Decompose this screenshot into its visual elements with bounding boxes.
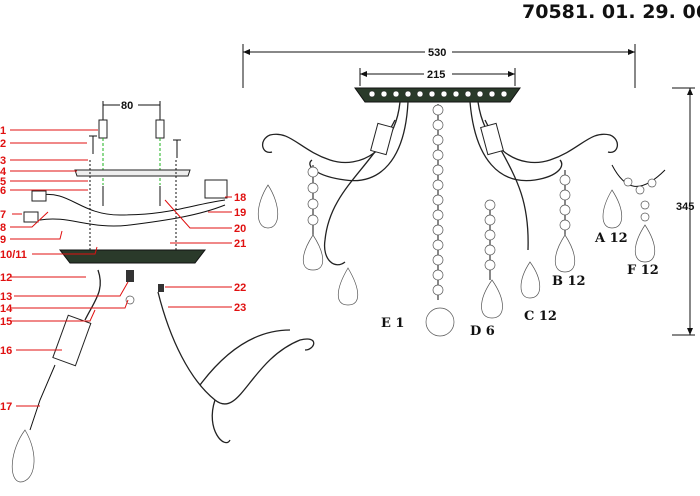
part-label: 2: [0, 138, 6, 150]
dimension-label: 80: [121, 100, 133, 112]
part-label: 8: [0, 222, 6, 234]
crystal-drops: [257, 164, 666, 319]
dimension-height: 345: [672, 87, 695, 336]
part-label: 16: [0, 345, 12, 357]
part-label: 4: [0, 166, 7, 178]
part-label: 13: [0, 291, 12, 303]
part-label: 12: [0, 272, 12, 284]
part-label: 20: [234, 223, 246, 235]
part-label: 19: [234, 207, 246, 219]
part-callouts-left: 1 2 3 4 5 6 7 8 9 10/11 12 13 14 15 16 1…: [0, 125, 129, 413]
dimension-width-canopy: 215: [359, 68, 516, 86]
pendant-label-a: A 12: [594, 231, 628, 246]
mount-spacing-dimension: 80: [102, 100, 161, 125]
dimension-label: 530: [428, 47, 446, 59]
dimension-label: 215: [427, 69, 445, 81]
part-callouts-right: 18 19 20 21 22 23: [164, 192, 246, 314]
part-label: 15: [0, 316, 12, 328]
part-label: 7: [0, 209, 6, 221]
pendant-label-f: F 12: [627, 263, 659, 278]
pendant-label-c: C 12: [524, 309, 557, 324]
part-label: 10/11: [0, 249, 27, 261]
model-number: 70581. 01. 29. 06: [522, 1, 700, 23]
pendant-label-d: D 6: [470, 324, 495, 339]
part-label: 21: [234, 238, 246, 250]
part-label: 5: [0, 176, 6, 188]
part-label: 23: [234, 302, 246, 314]
pendant-chain-e: [425, 104, 455, 337]
part-label: 3: [0, 155, 6, 167]
dimension-width-total: 530: [242, 44, 636, 88]
pendant-label-e: E 1: [381, 316, 404, 331]
exploded-hardware: [11, 119, 315, 483]
main-canopy: [354, 87, 521, 103]
part-label: 6: [0, 185, 6, 197]
part-label: 9: [0, 234, 6, 246]
part-label: 14: [0, 303, 13, 315]
part-label: 18: [234, 192, 246, 204]
part-label: 17: [0, 401, 12, 413]
part-label: 22: [234, 282, 246, 294]
dimension-label: 345: [676, 201, 694, 213]
chandelier-arms: [262, 101, 618, 266]
part-label: 1: [0, 125, 6, 137]
pendant-label-b: B 12: [552, 274, 586, 289]
